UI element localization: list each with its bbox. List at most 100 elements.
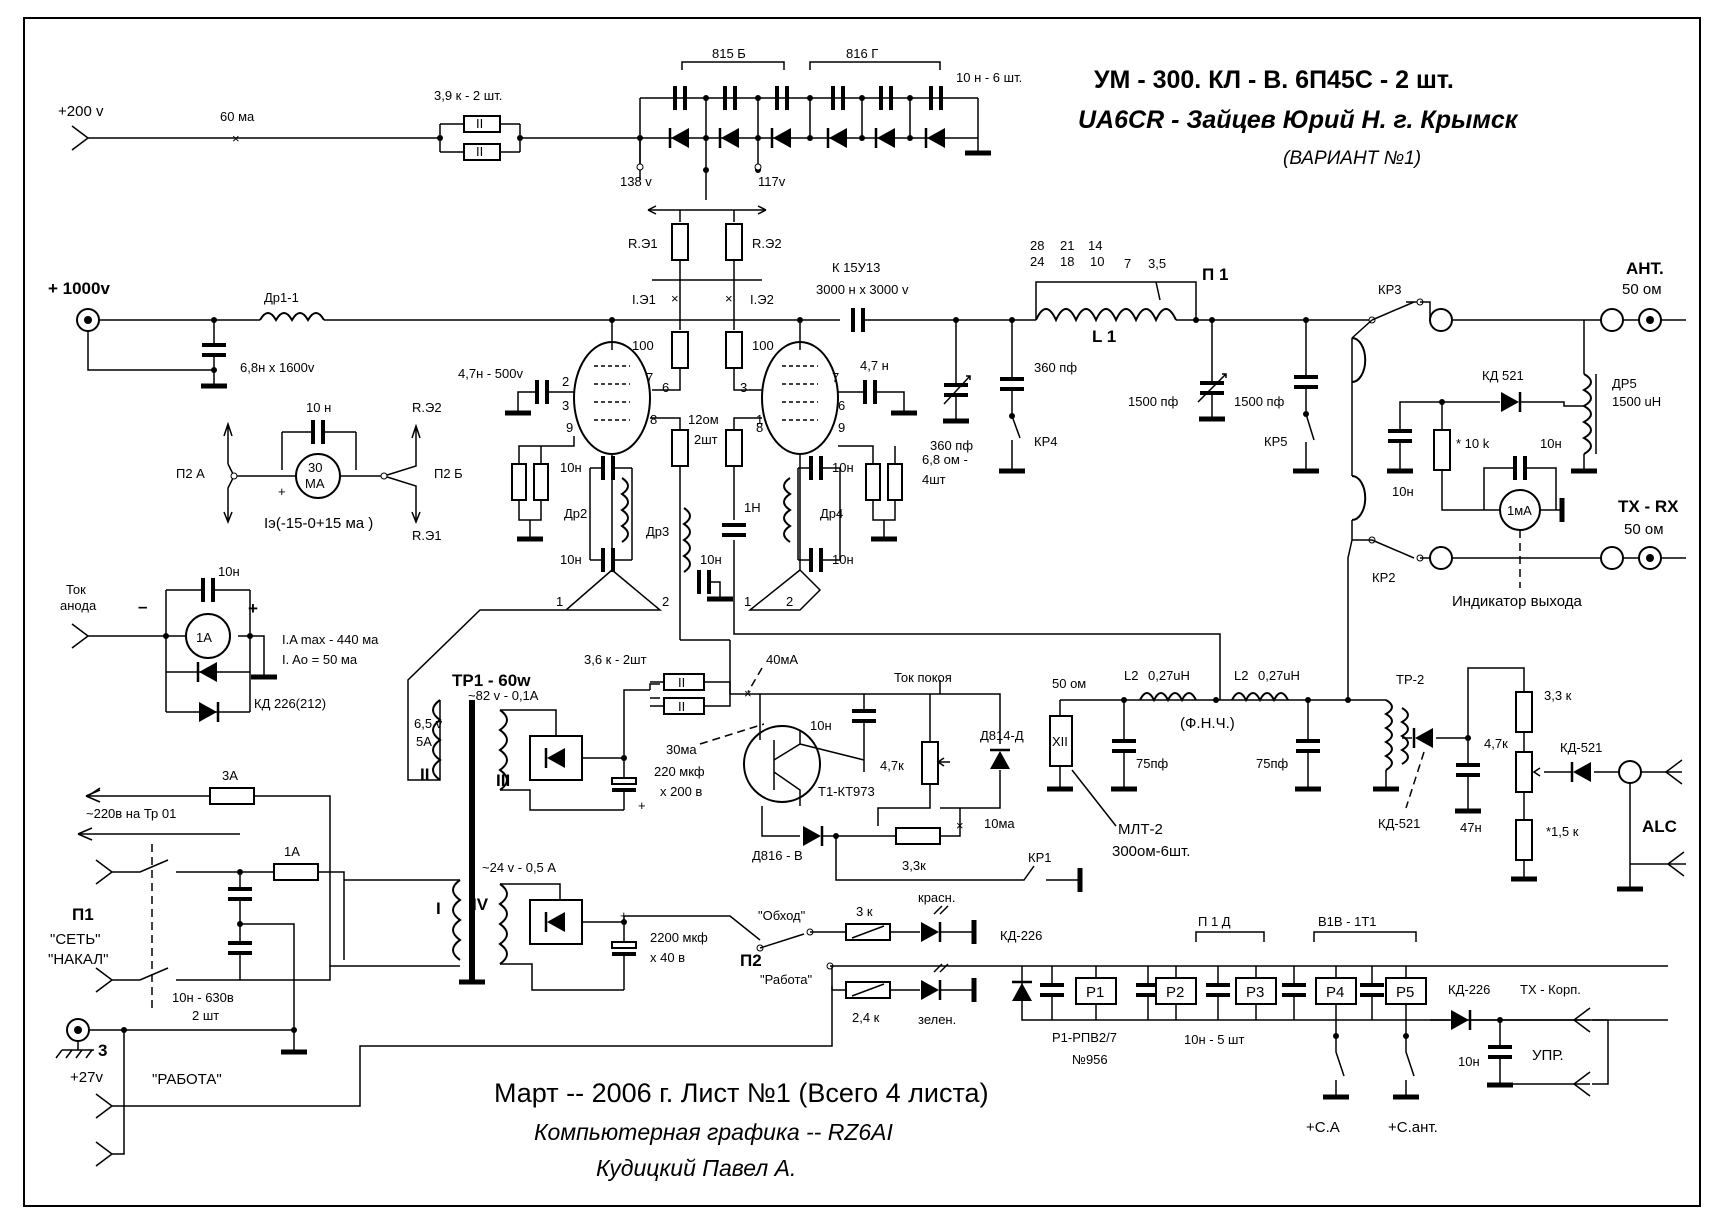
plus-ca-label: +С.А: [1306, 1119, 1340, 1136]
ant-label: АНТ.: [1626, 259, 1664, 278]
control-section: "Обход" "Работа" П2 3 к красн. КД-226 2,…: [740, 890, 1668, 1136]
rabota-label: "РАБОТА": [152, 1071, 222, 1088]
c47n-label: 4,7 н: [860, 358, 889, 373]
anode-c10n: 10н: [218, 564, 240, 579]
s82: ~82 v - 0,1А: [468, 688, 539, 703]
pin-9b: 9: [838, 420, 845, 435]
kr3-label: КР3: [1378, 282, 1401, 297]
svg-text:II: II: [678, 675, 685, 690]
c220v-label: х 200 в: [660, 784, 702, 799]
resistor-33k: [895, 827, 941, 845]
ma10-label: 10ма: [984, 816, 1015, 831]
svg-text:×: ×: [725, 291, 733, 306]
r47k-alc-label: 4,7к: [1484, 736, 1508, 751]
tx-korp-label: ТХ - Корп.: [1520, 982, 1581, 997]
mlt-label: МЛТ-2: [1118, 821, 1163, 838]
resistor-100-b: [725, 331, 743, 369]
output-meter-val: 1мА: [1507, 503, 1532, 518]
tok-pokoya: Ток покоя: [894, 670, 952, 685]
r10k-label: * 10 k: [1456, 436, 1490, 451]
relay-num: №956: [1072, 1052, 1108, 1067]
kr2-label: КР2: [1372, 570, 1395, 585]
c10n-e: 10н: [700, 552, 722, 567]
anode-meter-val: 1А: [196, 630, 212, 645]
c220-label: 220 мкф: [654, 764, 705, 779]
kd226a-label: КД-226: [1000, 928, 1042, 943]
ant-ohm: 50 ом: [1622, 281, 1662, 298]
indicator-label: Индикатор выхода: [1452, 593, 1583, 610]
resistor-100-a: [671, 331, 689, 369]
me-re1: R.Э1: [412, 528, 442, 543]
svg-text:II: II: [476, 116, 483, 131]
c68n-label: 6,8н х 1600v: [240, 360, 315, 375]
d816-label: Д816 - В: [752, 848, 803, 863]
plus200-label: +200 v: [58, 103, 104, 120]
mains-section: 3А ~220в на Тр 01 1А П1 "СЕТЬ" "НАКАЛ" 1…: [48, 768, 833, 1167]
re1-label: R.Э1: [628, 236, 658, 251]
c75b-label: 75пф: [1256, 756, 1288, 771]
upr-label: УПР.: [1532, 1047, 1564, 1064]
bridge-rectifier-1: [529, 735, 583, 781]
caps-10n-label: 10 н - 6 шт.: [956, 70, 1022, 85]
me-re2: R.Э2: [412, 400, 442, 415]
mains-label: ~220в на Тр 01: [86, 806, 176, 821]
svg-text:×: ×: [671, 291, 679, 306]
v117-label: 117v: [758, 174, 786, 189]
nakal-label: "НАКАЛ": [48, 951, 108, 968]
svg-text:2: 2: [662, 594, 669, 609]
txrx-ohm: 50 ом: [1624, 521, 1664, 538]
w65: 6,5 v: [414, 716, 443, 731]
r50-label: 50 ом: [1052, 676, 1086, 691]
pin-6a: 6: [662, 380, 669, 395]
dr5-val: 1500 uH: [1612, 394, 1661, 409]
r39k-label: 3,9 к - 2 шт.: [434, 88, 502, 103]
w5a: 5А: [416, 734, 432, 749]
anode-plus: +: [248, 599, 258, 618]
c47n500-label: 4,7н - 500v: [458, 366, 523, 381]
dr3-label: Др3: [646, 524, 669, 539]
svg-text:+: +: [638, 798, 646, 813]
tr1-label: ТР1 - 60w: [452, 671, 531, 690]
potentiometer-47k: [921, 741, 939, 785]
tap-14: 14: [1088, 238, 1102, 253]
resistor-33k-alc: [1515, 691, 1533, 733]
obhod-label: "Обход": [758, 908, 806, 923]
set-label: "СЕТЬ": [50, 931, 101, 948]
resistor-12om-a: [671, 429, 689, 467]
ma30-label: 30ма: [666, 742, 697, 757]
transistor-t1: [743, 725, 821, 803]
plus1000-rail: + 1000v Др1-1 6,8н х 1600v К 15У13 3000 …: [48, 260, 1036, 386]
fuse-3a: [209, 787, 255, 805]
kd521c-label: КД-521: [1560, 740, 1602, 755]
relay-p2-label: Р2: [1166, 984, 1184, 1001]
kr1-label: КР1: [1028, 850, 1051, 865]
ma60-label: 60 ма: [220, 109, 255, 124]
dr1-label: Др1-1: [264, 290, 299, 305]
svg-text:II: II: [678, 699, 685, 714]
resistor-re1: [671, 223, 689, 261]
plus200-rail: +200 v 60 ма × II II 3,9 к - 2 шт.: [58, 46, 1022, 330]
caps5-label: 10н - 5 шт: [1184, 1032, 1244, 1047]
resistor-68-d: [887, 463, 903, 501]
relay-p3-label: Р3: [1246, 984, 1264, 1001]
pin-3a: 3: [562, 398, 569, 413]
xii-label: XII: [1052, 734, 1068, 749]
plus-cant-label: +С.ант.: [1388, 1119, 1438, 1136]
ma40-label: 40мА: [766, 652, 798, 667]
plus1000-label: + 1000v: [48, 279, 110, 298]
p1-mains-label: П1: [72, 905, 94, 924]
ie-meter-section: 10 н 30 МА + П2 А П2 Б R.Э2 R.Э1 Iэ(-15-…: [176, 400, 463, 543]
dummy-load-section: 50 ом XII L2 0,27uH L2 0,27uH 75пф 75пф …: [1047, 667, 1686, 889]
tap-21: 21: [1060, 238, 1074, 253]
p1-label: П 1: [1202, 265, 1228, 284]
pin-7b: 7: [832, 370, 839, 385]
wIV: IV: [472, 895, 489, 914]
wIII: III: [496, 771, 510, 790]
c10n-a: 10н: [560, 460, 582, 475]
t1-label: Т1-КТ973: [818, 784, 875, 799]
plus27-label: +27v: [70, 1069, 103, 1086]
tap-10: 10: [1090, 254, 1104, 269]
power-transformer: ТР1 - 60w 6,5 v 5А II ~82 v - 0,1А III I…: [414, 671, 761, 991]
r33k-label: 3,3к: [902, 858, 926, 873]
